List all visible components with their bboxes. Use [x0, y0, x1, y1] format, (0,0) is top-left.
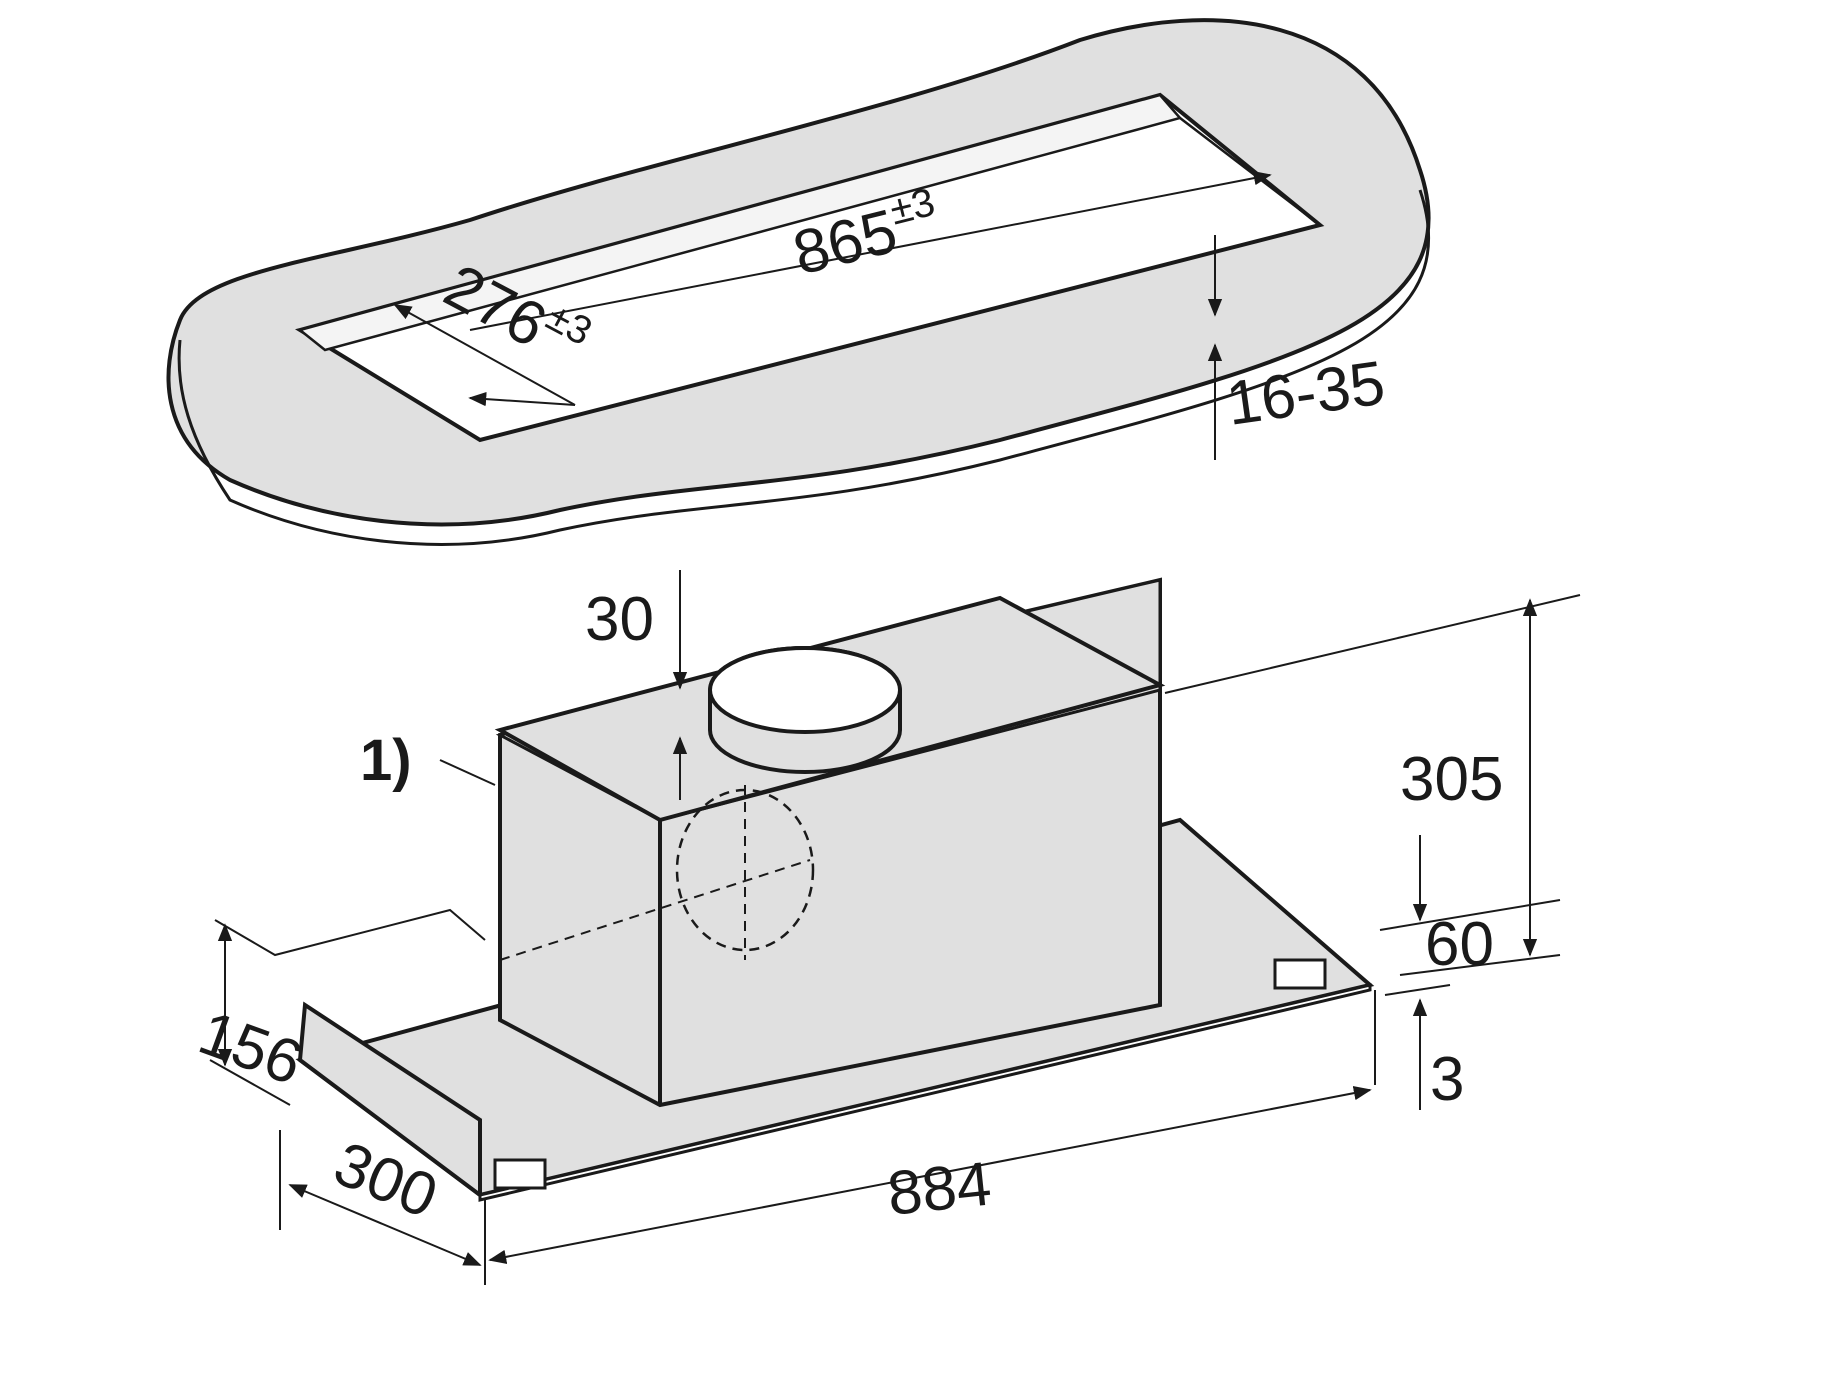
lip-height-label: 3: [1430, 1045, 1464, 1114]
cutout-depth-line: [393, 304, 576, 406]
width-label: 884: [884, 1149, 994, 1228]
cutout-opening: [295, 92, 1325, 443]
countertop: 865±3 276±3 16-35: [166, 18, 1431, 546]
cutout-length-line: [469, 171, 1272, 331]
mounting-bracket-left: [493, 1158, 547, 1190]
total-height-label: 305: [1400, 745, 1503, 814]
duct-offset-label: 30: [585, 585, 654, 654]
duct-collar: [708, 646, 902, 774]
footnote-marker: 1): [360, 728, 412, 793]
side-height-label: 156: [190, 998, 311, 1098]
mounting-bracket-right: [1273, 958, 1327, 990]
body-height-label: 60: [1425, 910, 1494, 979]
hood: 1) 30 305 60 3 156 884 300: [190, 570, 1581, 1285]
